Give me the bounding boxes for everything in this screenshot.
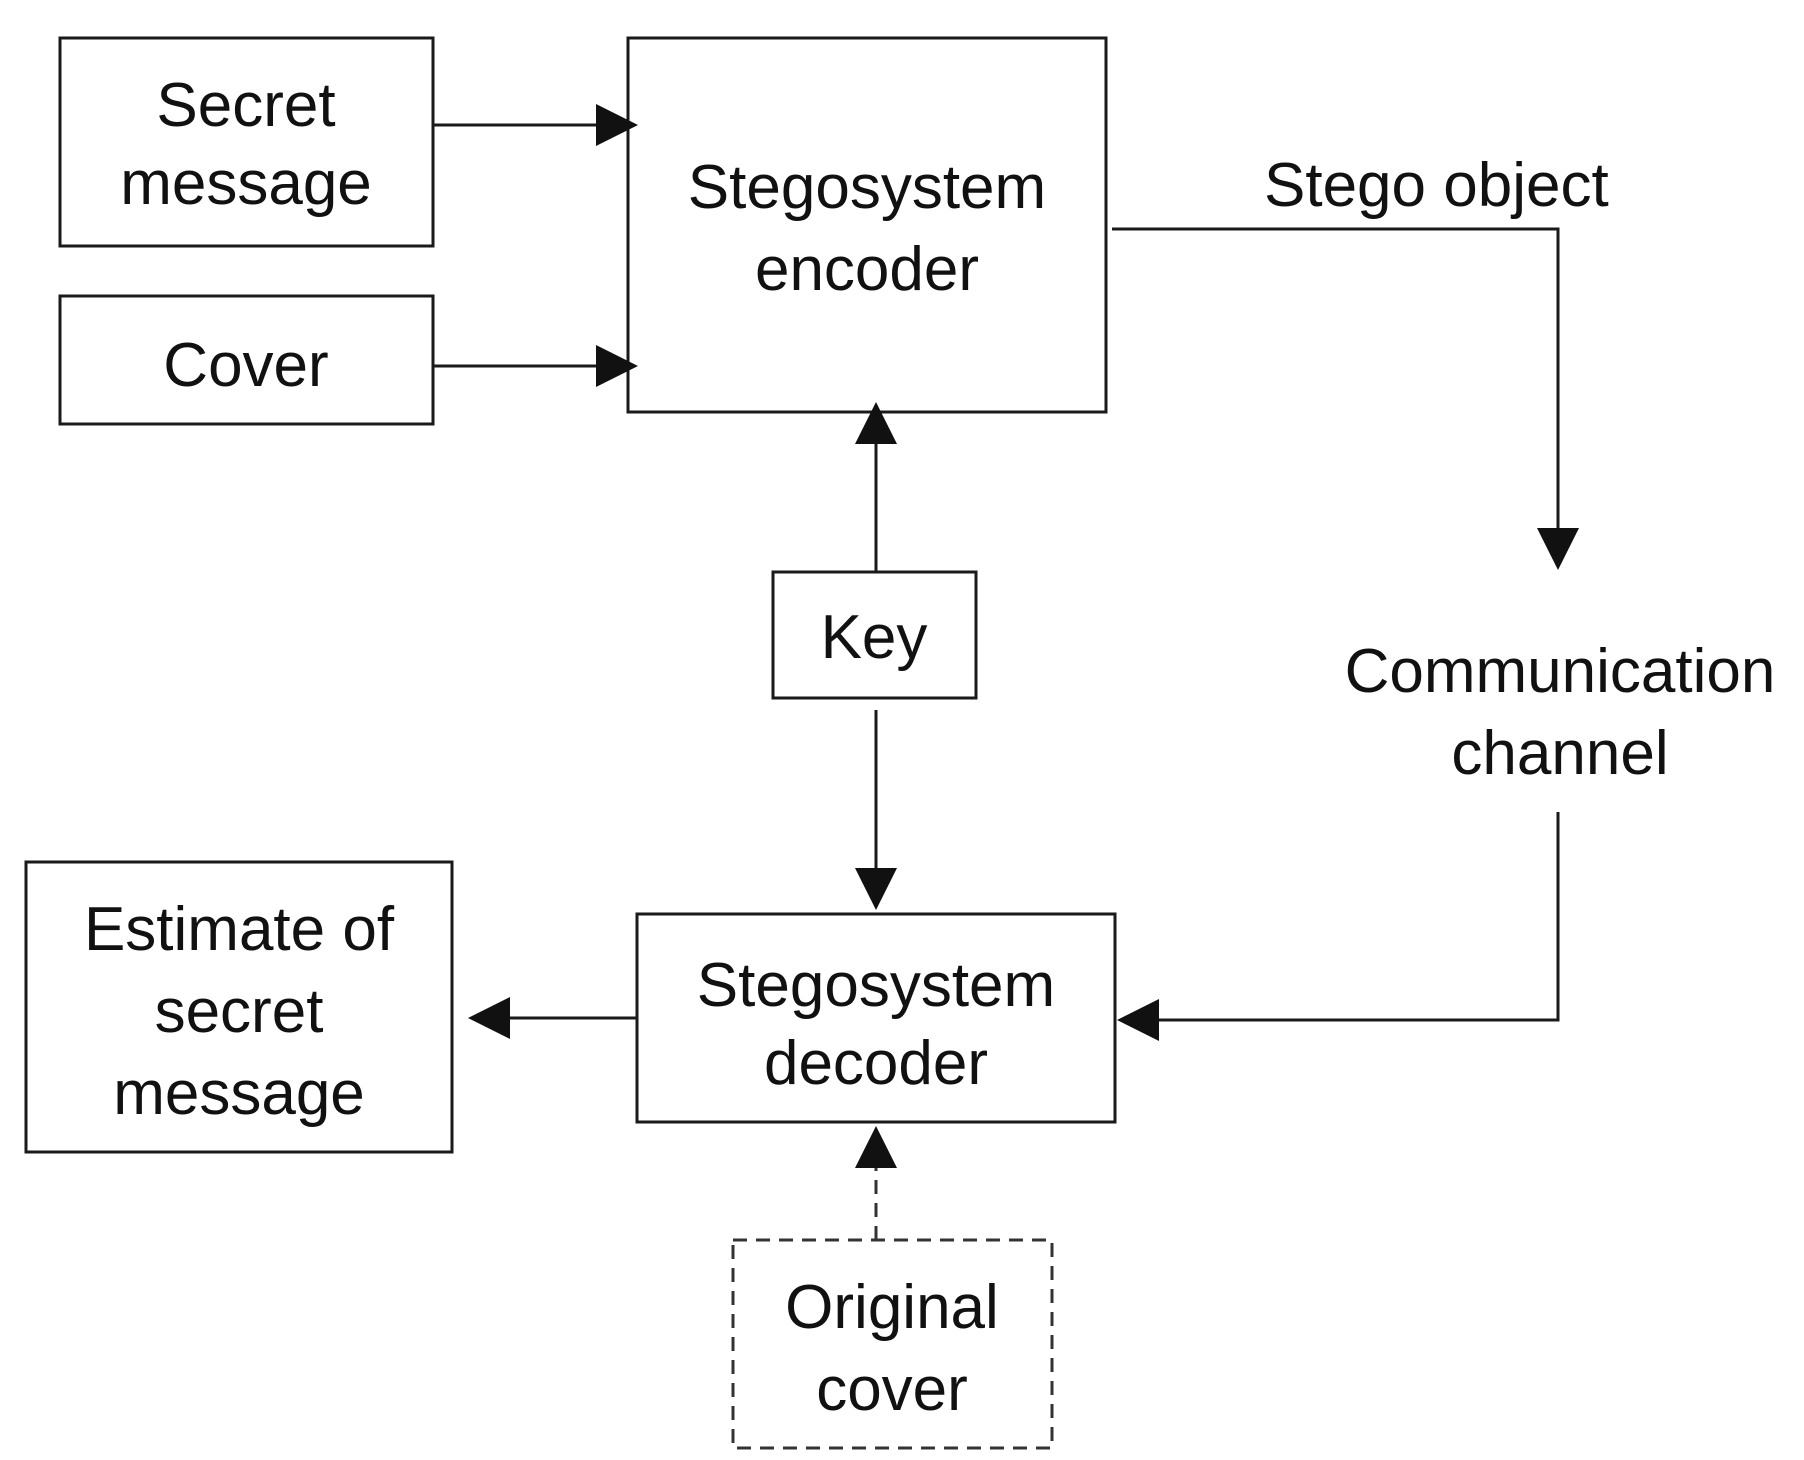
node-encoder-line1: Stegosystem (688, 153, 1046, 222)
node-channel-line2: channel (1451, 719, 1668, 788)
edge-cover-to-encoder (433, 345, 638, 387)
node-estimate-line1: Estimate of (84, 895, 395, 964)
node-cover-line1: Cover (163, 331, 328, 400)
arrowhead-up-icon (855, 1126, 897, 1168)
node-key-line1: Key (821, 603, 928, 672)
arrowhead-left-icon (1117, 999, 1159, 1041)
edge-channel-to-decoder (1117, 812, 1560, 1041)
edge-key-to-encoder (855, 402, 897, 572)
arrowhead-left-icon (468, 997, 510, 1039)
arrowhead-down-icon (1537, 528, 1579, 570)
node-original-cover: Original cover (731, 1238, 1054, 1450)
node-original-cover-line1: Original (785, 1273, 999, 1342)
node-secret-message-line1: Secret (156, 71, 335, 140)
node-channel-line1: Communication (1345, 637, 1776, 706)
node-estimate-line2: secret (155, 977, 324, 1046)
arrowhead-right-icon (596, 345, 638, 387)
node-original-cover-line2: cover (816, 1355, 968, 1424)
edge-original-cover-to-decoder (855, 1126, 897, 1240)
arrowhead-up-icon (855, 402, 897, 444)
edge-encoder-to-channel: Stego object (1112, 151, 1609, 570)
node-estimate-secret-message: Estimate of secret message (24, 860, 454, 1154)
node-stegosystem-decoder: Stegosystem decoder (635, 912, 1117, 1124)
node-decoder-line2: decoder (764, 1029, 988, 1098)
node-key: Key (771, 570, 978, 700)
edge-label-stego-object: Stego object (1264, 151, 1609, 220)
node-decoder-line1: Stegosystem (697, 951, 1055, 1020)
edge-decoder-to-estimate (468, 997, 637, 1039)
node-secret-message-line2: message (120, 149, 372, 218)
node-estimate-line3: message (113, 1059, 365, 1128)
arrowhead-right-icon (596, 104, 638, 146)
edge-key-to-decoder (855, 710, 897, 910)
node-secret-message: Secret message (58, 36, 435, 248)
node-stegosystem-encoder: Stegosystem encoder (626, 36, 1108, 414)
edge-secret-message-to-encoder (433, 104, 638, 146)
node-communication-channel: Communication channel (1345, 637, 1776, 788)
node-encoder-line2: encoder (755, 235, 979, 304)
node-cover: Cover (58, 294, 435, 426)
arrowhead-down-icon (855, 868, 897, 910)
